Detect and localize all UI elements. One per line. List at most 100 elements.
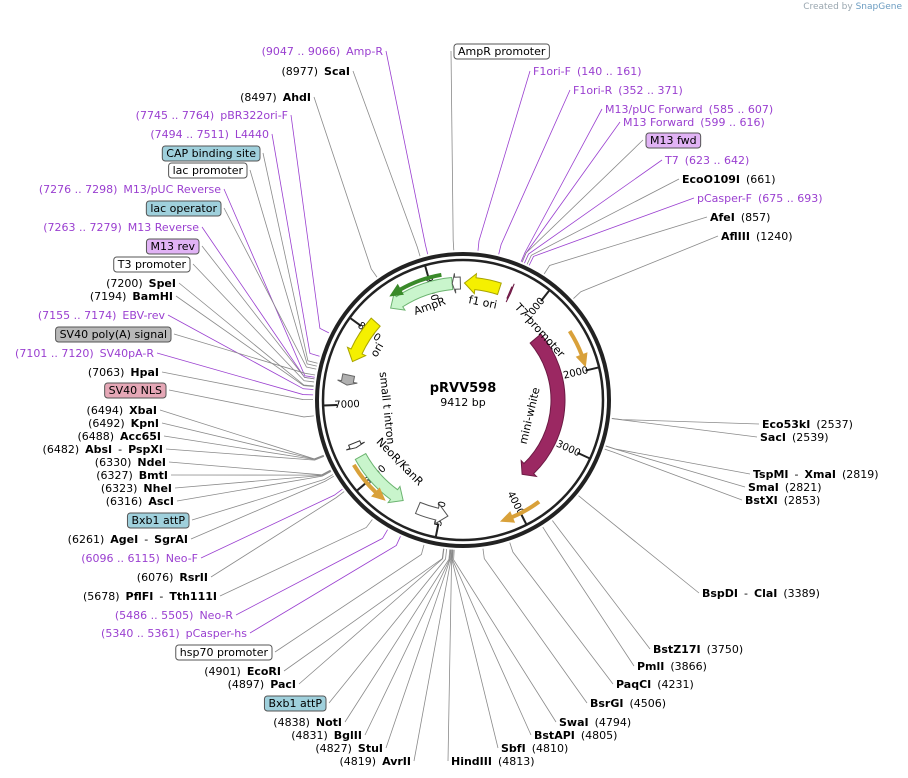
enzyme-name: BspDI: [702, 587, 738, 600]
enzyme-name: BmtI: [139, 469, 168, 482]
position-label: (3750): [707, 643, 744, 656]
feature-tag-box: [145, 200, 222, 217]
position-label: (4506): [629, 697, 666, 710]
enzyme-name: AhdI: [283, 91, 311, 104]
enzyme-name: SbfI: [501, 742, 526, 755]
enzyme-name: PspXI: [128, 443, 163, 456]
feature-tag-box: [168, 162, 248, 179]
enzyme-name: BglII: [334, 729, 362, 742]
feature-tag: SV40 poly(A) signal: [60, 328, 167, 341]
leader-line: [163, 435, 324, 460]
primer-label: M13/pUC Forward: [605, 103, 703, 116]
label-7263-7279-m13-reverse: M13 Reverse(7263 .. 7279): [43, 221, 199, 234]
leader-line: [477, 70, 531, 251]
label-eco53ki-2537: Eco53kI(2537): [762, 418, 853, 431]
position-label: (2539): [792, 431, 829, 444]
leader-line: [249, 536, 401, 634]
primer-label: EBV-rev: [122, 309, 165, 322]
tick-label: 7000: [334, 399, 360, 411]
position-label: (7200): [106, 277, 143, 290]
position-label: (2853): [784, 494, 821, 507]
leader-line: [283, 548, 444, 672]
enzyme-name: BstZ17I: [653, 643, 701, 656]
position-label: (4794): [595, 716, 632, 729]
feature-label-ori: ori: [368, 340, 386, 359]
leader-line: [173, 333, 316, 376]
label-t7-623-642: T7(623 .. 642): [664, 154, 749, 167]
leader-line: [520, 108, 603, 262]
label-7063-hpai: HpaI(7063): [88, 366, 159, 379]
position-label: -: [144, 533, 148, 546]
primer-label: pCasper-hs: [186, 627, 248, 640]
label-ecoo109i-661: EcoO109I(661): [682, 173, 776, 186]
feature-label-small-t-intron: small t intron: [377, 371, 398, 445]
position-label: (7194): [90, 290, 127, 303]
leader-line: [200, 488, 343, 559]
label-smai-2821: SmaI(2821): [748, 481, 821, 494]
label-6492-kpni: KpnI(6492): [88, 417, 159, 430]
feature-tag-box: [113, 256, 191, 273]
label-m13-forward-599-616: M13 Forward(599 .. 616): [623, 116, 765, 129]
feature-tag: lac promoter: [173, 164, 244, 177]
enzyme-name: ScaI: [324, 65, 350, 78]
enzyme-name: AfeI: [710, 211, 735, 224]
leader-line: [413, 549, 453, 762]
enzyme-name: NotI: [316, 716, 342, 729]
leader-line: [450, 50, 455, 251]
label-afliii-1240: AflIII(1240): [721, 230, 793, 243]
enzyme-name: NdeI: [137, 456, 166, 469]
label-4901-ecori: EcoRI(4901): [204, 665, 281, 678]
leader-line: [274, 544, 425, 653]
label-8497-ahdi: AhdI(8497): [240, 91, 311, 104]
position-label: (4810): [532, 742, 569, 755]
position-label: (4838): [273, 716, 310, 729]
label-7101-7120-sv40pa-r: SV40pA-R(7101 .. 7120): [15, 347, 154, 360]
leader-line: [156, 352, 314, 396]
position-label: (6323): [101, 482, 138, 495]
label-5486-5505-neo-r: Neo-R(5486 .. 5505): [115, 609, 233, 622]
feature-tag: SV40 NLS: [109, 384, 162, 397]
position-label: (6076): [137, 571, 174, 584]
primer-label: (5486 .. 5505): [115, 609, 194, 622]
enzyme-name: StuI: [358, 742, 383, 755]
label-6327-bmti: BmtI(6327): [96, 469, 168, 482]
feature-tag: T3 promoter: [117, 258, 187, 271]
feature-tag-box: [126, 512, 190, 529]
enzyme-name: SpeI: [149, 277, 176, 290]
leader-lines: [156, 50, 760, 762]
primer-label: (675 .. 693): [758, 192, 823, 205]
position-label: (7063): [88, 366, 125, 379]
primer-label: Neo-F: [166, 552, 198, 565]
leader-line: [521, 121, 621, 263]
plasmid-name: pRVV598: [430, 381, 497, 396]
leader-line: [526, 178, 680, 265]
enzyme-name: EcoRI: [247, 665, 281, 678]
label-4827-stui: StuI(4827): [315, 742, 383, 755]
label-6096-6115-neo-f: Neo-F (6096 .. 6115): [81, 552, 198, 565]
position-label: (4805): [581, 729, 618, 742]
label-hindiii-4813: HindIII(4813): [451, 755, 535, 768]
orf-arrow: [389, 272, 442, 297]
leader-line: [385, 549, 452, 749]
position-label: (4819): [340, 755, 377, 768]
tick-label: 3000: [554, 439, 582, 460]
primer-label: (6096 .. 6115): [81, 552, 160, 565]
primer-label: (623 .. 642): [685, 154, 750, 167]
enzyme-name: NheI: [143, 482, 172, 495]
primer-label: M13 Forward: [623, 116, 694, 129]
enzyme-name: PacI: [270, 678, 296, 691]
label-t3-promoter: T3 promoter: [113, 256, 191, 273]
leader-line: [328, 549, 448, 704]
position-label: (6494): [87, 404, 124, 417]
position-label: (2819): [842, 468, 879, 481]
position-label: (4831): [291, 729, 328, 742]
enzyme-name: SmaI: [748, 481, 779, 494]
leader-line: [578, 495, 700, 594]
feature-tag: lac operator: [150, 202, 217, 215]
label-m13-fwd: M13 fwd: [645, 132, 702, 149]
leader-line: [271, 133, 320, 357]
position-label: (857): [741, 211, 771, 224]
label-pcasper-f-675-693: pCasper-F(675 .. 693): [697, 192, 823, 205]
feature-label-f1-ori: f1 ori: [467, 293, 498, 311]
